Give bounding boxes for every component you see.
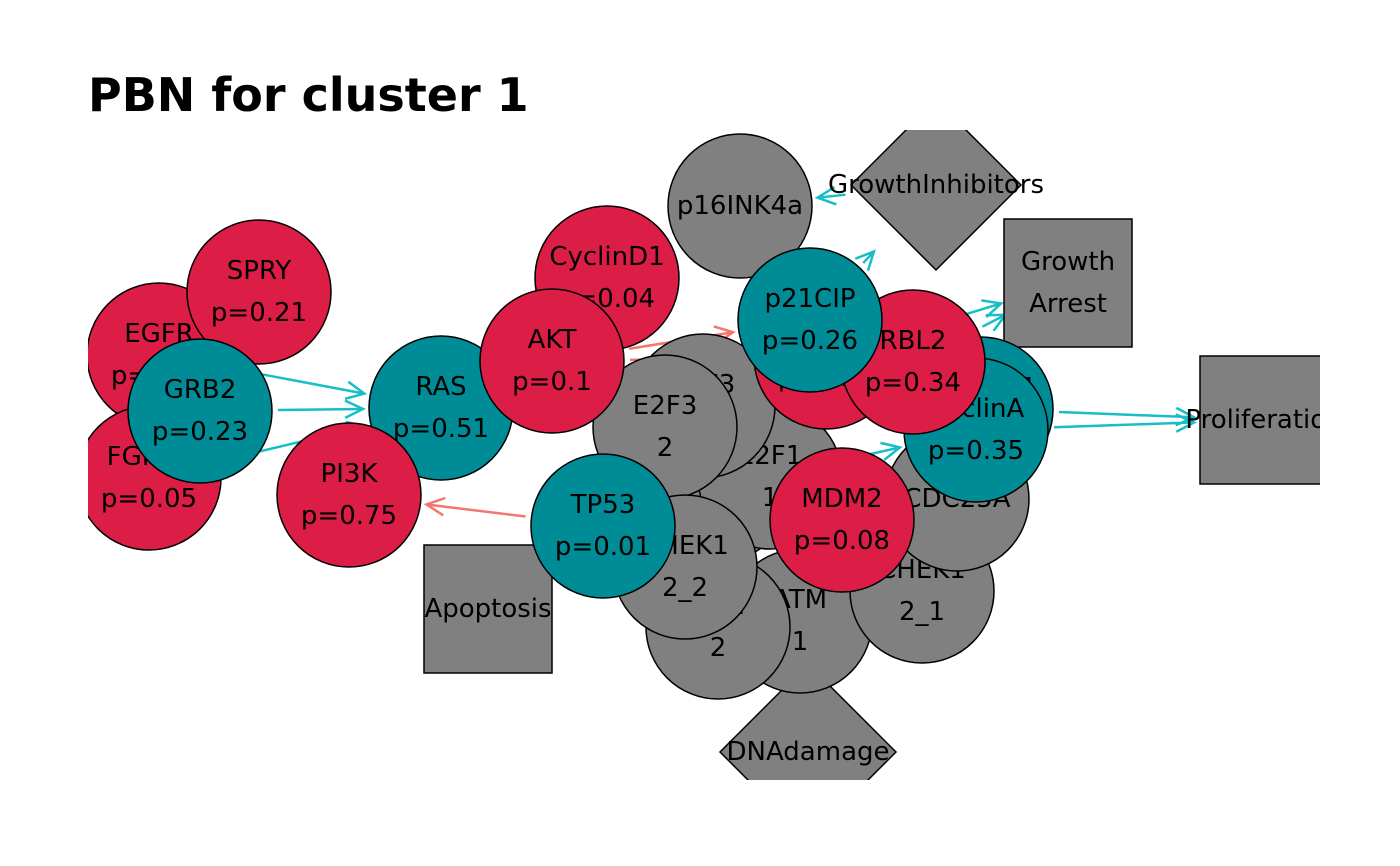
node-shape (479, 288, 625, 434)
node-label: p16INK4a (677, 191, 803, 221)
node-label: GrowthInhibitors (828, 170, 1044, 200)
node-label: p=0.05 (101, 484, 197, 514)
node-label: p=0.1 (512, 367, 592, 397)
node-label: p=0.35 (928, 436, 1024, 466)
node-pi3k: PI3K p=0.75 (276, 422, 422, 568)
node-label: 2_2 (662, 573, 708, 603)
node-spry: SPRY p=0.21 (186, 219, 332, 365)
node-label: 2 (657, 433, 674, 463)
node-apoptosis: Apoptosis (423, 544, 553, 674)
node-label: 2 (710, 633, 727, 663)
node-shape (718, 662, 898, 780)
node-shape (737, 247, 883, 393)
node-p21cip: p21CIP p=0.26 (737, 247, 883, 393)
node-shape (276, 422, 422, 568)
node-label: Apoptosis (424, 594, 551, 624)
node-label: Growth (1021, 247, 1115, 277)
node-grb2: GRB2 p=0.23 (127, 338, 273, 484)
node-shape (127, 338, 273, 484)
node-shape (1199, 355, 1320, 485)
node-label: Arrest (1029, 289, 1107, 319)
node-label: TP53 (570, 490, 636, 520)
node-shape (1003, 218, 1133, 348)
edge-growthinhibitors-p16ink4a (814, 186, 846, 206)
node-label: p=0.21 (211, 298, 307, 328)
node-mdm2: MDM2 p=0.08 (769, 447, 915, 593)
node-label: SPRY (227, 256, 292, 286)
node-label: DNAdamage (727, 737, 890, 767)
node-shape (530, 453, 676, 599)
diagram-title: PBN for cluster 1 (88, 68, 529, 122)
edge-rbl2-growtharrest (981, 313, 1009, 332)
node-label: p=0.34 (865, 368, 961, 398)
edge-tp53-pi3k (423, 496, 526, 518)
node-tp53: TP53 p=0.01 (530, 453, 676, 599)
node-label: RAS (415, 372, 466, 402)
node-label: AKT (528, 325, 577, 355)
node-shape (667, 133, 813, 279)
edge-cycline1-proliferation (1058, 406, 1197, 427)
node-label: Proliferation (1185, 405, 1342, 435)
edge-p21cip-growthinhibitors (854, 249, 876, 271)
node-proliferation: Proliferation (1185, 355, 1342, 485)
node-label: p=0.26 (762, 326, 858, 356)
node-p16ink4a: p16INK4a (667, 133, 813, 279)
node-label: GRB2 (164, 375, 237, 405)
node-label: p=0.01 (555, 532, 651, 562)
node-label: p=0.51 (393, 414, 489, 444)
node-shape (769, 447, 915, 593)
node-shape (186, 219, 332, 365)
node-label: p=0.75 (301, 501, 397, 531)
node-dnadamage: DNAdamage (718, 662, 898, 780)
node-shape (849, 130, 1023, 272)
node-label: E2F3 (633, 391, 697, 421)
node-label: p21CIP (764, 284, 855, 314)
node-label: CyclinD1 (549, 242, 664, 272)
node-label: 2_1 (899, 597, 945, 627)
node-label: p=0.08 (794, 526, 890, 556)
node-label: MDM2 (801, 484, 882, 514)
node-label: RBL2 (880, 326, 947, 356)
node-label: p=0.23 (152, 417, 248, 447)
node-label: 1 (792, 627, 809, 657)
edge-grb2-ras (277, 399, 366, 420)
node-label: PI3K (321, 459, 379, 489)
node-growthinhibitors: GrowthInhibitors (828, 130, 1044, 272)
node-akt: AKT p=0.1 (479, 288, 625, 434)
node-shape (423, 544, 553, 674)
